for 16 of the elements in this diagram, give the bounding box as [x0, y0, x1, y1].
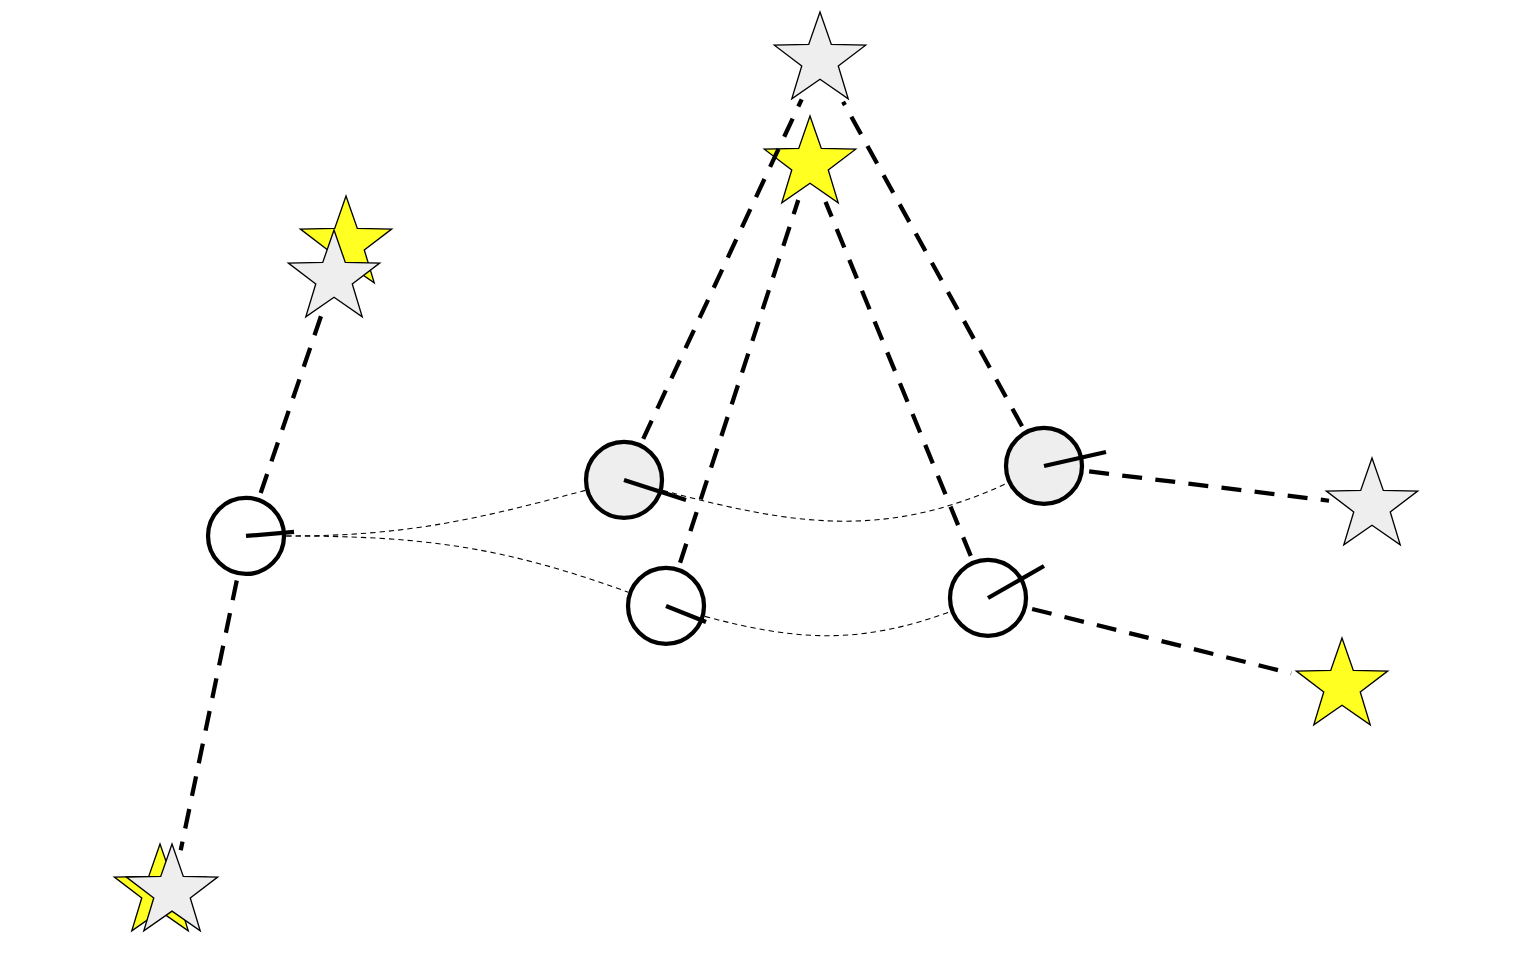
trajectory-curve	[662, 482, 1009, 522]
observation-line	[641, 98, 804, 440]
observation-line	[258, 313, 324, 494]
trajectory-curve	[285, 535, 629, 593]
pose-circle	[205, 495, 295, 577]
observation-line	[1088, 469, 1330, 503]
pose-circle	[583, 439, 687, 521]
observation-line	[823, 201, 973, 557]
observation-line	[1031, 606, 1292, 676]
observation-line	[678, 199, 801, 564]
pose-circle	[1003, 425, 1107, 507]
pose-circle	[947, 557, 1046, 639]
observation-line	[178, 580, 239, 851]
observation-line	[841, 100, 1024, 428]
pose-circle	[625, 565, 707, 647]
trajectory-curve	[704, 611, 951, 637]
